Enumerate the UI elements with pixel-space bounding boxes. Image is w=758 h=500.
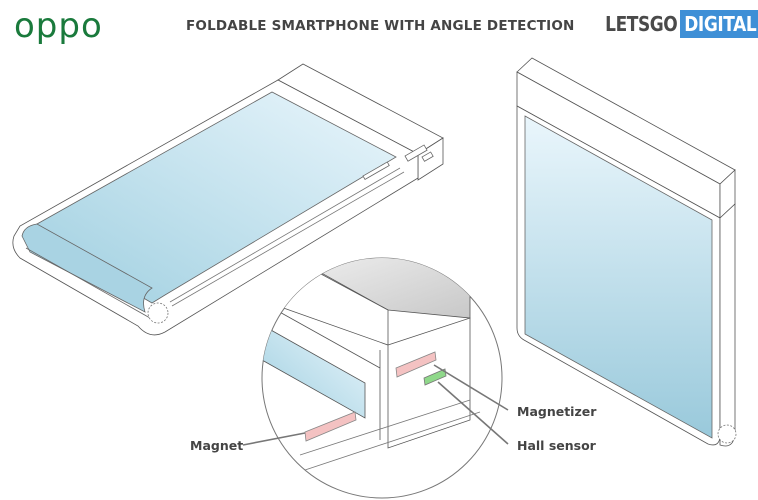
- unfolded-phone-drawing: [12, 63, 444, 336]
- oppo-logo: oppo: [14, 6, 103, 46]
- callout-magnetizer: Magnetizer: [517, 404, 597, 419]
- detail-view-drawing: [261, 257, 503, 499]
- folded-phone-drawing: [516, 57, 737, 447]
- callout-leaders: [242, 364, 509, 446]
- letsgodigital-logo: LETSGO DIGITAL: [592, 10, 758, 38]
- page-title: FOLDABLE SMARTPHONE WITH ANGLE DETECTION: [186, 18, 575, 34]
- callout-magnet: Magnet: [190, 438, 244, 453]
- callout-hall-sensor: Hall sensor: [517, 438, 596, 453]
- logo-part-digital: DIGITAL: [679, 10, 758, 38]
- logo-part-letsgo: LETSGO: [605, 12, 678, 36]
